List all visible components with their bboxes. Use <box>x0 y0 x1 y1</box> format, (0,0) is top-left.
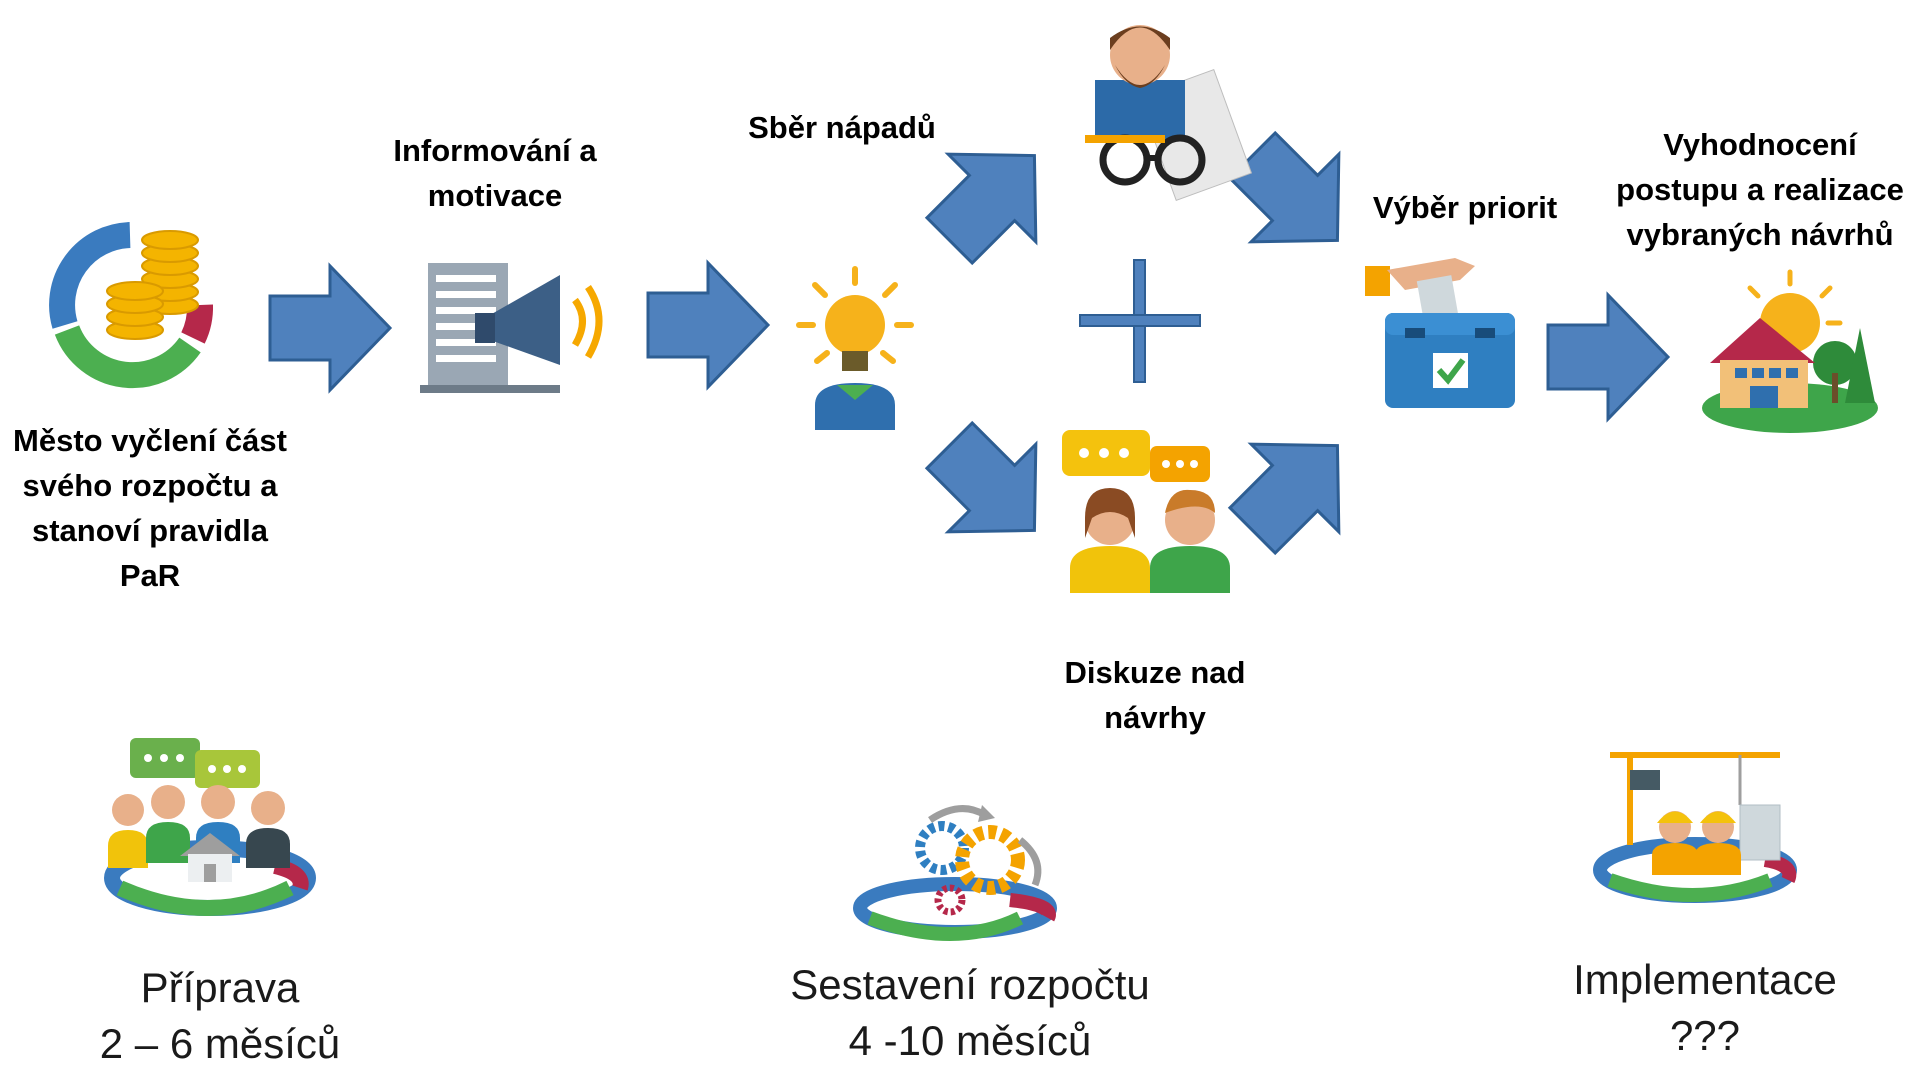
house-sun-icon <box>1702 269 1878 433</box>
discussion-people-icon <box>1062 430 1230 593</box>
phase-implementation: Implementace ??? <box>1535 952 1875 1064</box>
phase-name: Implementace <box>1573 956 1837 1003</box>
phase-preparation: Příprava 2 – 6 měsíců <box>60 960 380 1072</box>
phase-duration: 4 -10 měsíců <box>848 1017 1092 1064</box>
step-ideas-label: Sběr nápadů <box>748 110 936 145</box>
step-evaluation-label: Vyhodnocení postupu a realizace vybranýc… <box>1616 127 1904 252</box>
plus-icon <box>1079 259 1201 383</box>
budget-coins-icon <box>49 222 213 389</box>
phase-duration: 2 – 6 měsíců <box>99 1020 341 1067</box>
gears-cycle-icon <box>853 805 1057 941</box>
arrow-discussion-to-priorities <box>1207 400 1383 576</box>
community-meeting-icon <box>104 738 316 916</box>
phase-budget-compilation: Sestavení rozpočtu 4 -10 měsíců <box>760 957 1180 1069</box>
lightbulb-person-icon <box>796 266 914 430</box>
phase-name: Sestavení rozpočtu <box>790 961 1150 1008</box>
step-inform-label: Informování a motivace <box>393 133 597 213</box>
arrow-to-evaluation <box>1546 293 1670 421</box>
arrow-to-discussion <box>904 400 1080 576</box>
phase-name: Příprava <box>140 964 300 1011</box>
step-discuss-label: Diskuze nad návrhy <box>1064 655 1246 735</box>
expert-review-icon <box>1085 25 1253 202</box>
phase-duration: ??? <box>1669 1012 1741 1059</box>
megaphone-building-icon <box>420 263 603 393</box>
ballot-box-icon <box>1365 258 1515 408</box>
step-city-label: Město vyčlení část svého rozpočtu a stan… <box>13 423 287 593</box>
construction-workers-icon <box>1593 752 1797 903</box>
step-priorities-label: Výběr priorit <box>1372 190 1558 225</box>
arrow-1 <box>268 264 392 392</box>
arrow-2 <box>646 261 770 389</box>
